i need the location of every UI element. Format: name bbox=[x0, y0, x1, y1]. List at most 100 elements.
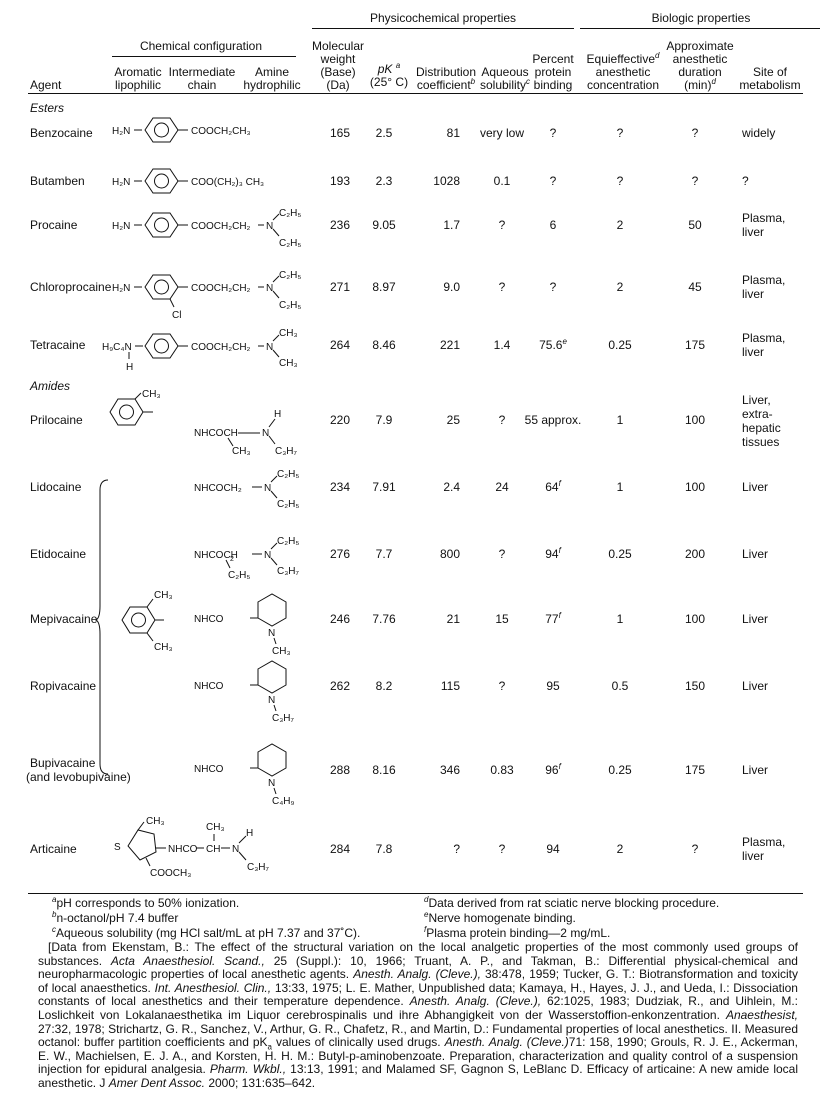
section-esters: Esters bbox=[30, 101, 65, 115]
duration-value: 45 bbox=[688, 280, 702, 294]
agent-name: Lidocaine bbox=[30, 480, 82, 494]
agent-name: Procaine bbox=[30, 218, 78, 232]
svg-text:C₂H₅: C₂H₅ bbox=[279, 300, 301, 311]
protein-binding-footnote-mark: e bbox=[562, 337, 567, 346]
lidocaine-structure: NHCOCH₂ N C₂H₅ C₂H₅ bbox=[194, 469, 299, 510]
molecular-weight: 236 bbox=[329, 218, 350, 232]
duration-value: 150 bbox=[684, 679, 706, 693]
metabolism-site: Liver bbox=[742, 480, 769, 494]
agent-name: Butamben bbox=[30, 174, 85, 188]
distribution-value: 9.0 bbox=[443, 280, 460, 294]
bupivacaine-structure: NHCO N C₄H₉ bbox=[194, 743, 295, 807]
agent-name: Ropivacaine bbox=[30, 679, 97, 693]
protein-binding-value: 75.6e bbox=[539, 337, 567, 352]
svg-text:N: N bbox=[268, 695, 275, 706]
metabolism-site: liver bbox=[742, 345, 765, 359]
svg-text:H₂N: H₂N bbox=[112, 126, 130, 137]
pk-value: 9.05 bbox=[372, 218, 396, 232]
protein-binding-footnote-mark: f bbox=[558, 546, 561, 555]
distribution-value: 800 bbox=[439, 547, 460, 561]
svg-text:C₂H₅: C₂H₅ bbox=[277, 469, 299, 480]
distribution-value: 2.4 bbox=[443, 480, 460, 494]
source-citations: [Data from Ekenstam, B.: The effect of t… bbox=[38, 940, 799, 1090]
protein-binding-value: 64f bbox=[545, 479, 561, 494]
chloroprocaine-structure: H₂N Cl COOCH₂CH₂ N C₂H₅ C₂H₅ bbox=[112, 270, 301, 321]
distribution-value: 21 bbox=[446, 612, 460, 626]
duration-value: 200 bbox=[684, 547, 706, 561]
duration-value: 50 bbox=[688, 218, 702, 232]
pk-value: 8.16 bbox=[372, 763, 396, 777]
prilocaine-structure: CH₃ NHCOCH CH₃ N H C₃H₇ bbox=[109, 389, 298, 457]
svg-text:CH: CH bbox=[206, 844, 220, 855]
equieffective-value: 1 bbox=[616, 413, 624, 427]
duration-value: 100 bbox=[684, 480, 706, 494]
tetracaine-structure: H₉C₄N H COOCH₂CH₂ N CH₃ CH₃ bbox=[102, 328, 298, 373]
metabolism-site: widely bbox=[742, 126, 776, 140]
svg-text:H: H bbox=[126, 362, 133, 373]
svg-text:NHCOCH: NHCOCH bbox=[194, 550, 238, 561]
aqueous-value: ? bbox=[498, 547, 506, 561]
footnote-f: fPlasma protein binding—2 mg/mL. bbox=[424, 925, 611, 940]
distribution-value: 1.7 bbox=[443, 218, 460, 232]
footnote-d: dData derived from rat sciatic nerve blo… bbox=[424, 895, 720, 910]
header-bottom-rule bbox=[28, 93, 803, 94]
duration-value: 100 bbox=[684, 612, 706, 626]
metabolism-site: liver bbox=[742, 287, 765, 301]
svg-text:C₂H₅: C₂H₅ bbox=[279, 270, 301, 281]
physicochemical-header: Physicochemical properties bbox=[369, 11, 517, 25]
svg-text:C₃H₇: C₃H₇ bbox=[247, 862, 270, 873]
pk-value: 7.91 bbox=[372, 480, 396, 494]
protein-binding-value: ? bbox=[549, 174, 557, 188]
molecular-weight: 193 bbox=[329, 174, 350, 188]
svg-text:C₂H₅: C₂H₅ bbox=[277, 499, 299, 510]
molecular-weight: 276 bbox=[329, 547, 350, 561]
protein-binding-footnote-mark: f bbox=[558, 479, 561, 488]
xylyl-brace: CH₃ CH₃ bbox=[94, 479, 173, 775]
molecular-weight: 234 bbox=[329, 480, 350, 494]
svg-text:COOCH₃: COOCH₃ bbox=[150, 868, 191, 879]
svg-text:NHCO: NHCO bbox=[194, 614, 224, 625]
metabolism-site: Plasma, bbox=[742, 211, 786, 225]
svg-text:N: N bbox=[266, 221, 273, 232]
protein-binding-value: 94f bbox=[545, 546, 561, 561]
svg-text:NHCO: NHCO bbox=[168, 844, 198, 855]
chemical-configuration-header: Chemical configuration bbox=[139, 39, 263, 53]
distribution-value: 346 bbox=[439, 763, 460, 777]
equieffective-value: 2 bbox=[616, 280, 624, 294]
metabolism-site: Liver bbox=[742, 763, 769, 777]
svg-text:COOCH₂CH₂: COOCH₂CH₂ bbox=[191, 283, 251, 294]
svg-text:N: N bbox=[264, 483, 271, 494]
biologic-header: Biologic properties bbox=[651, 11, 751, 25]
distribution-value: 25 bbox=[446, 413, 460, 427]
agent-name: Mepivacaine bbox=[30, 612, 98, 626]
svg-text:CH₃: CH₃ bbox=[272, 646, 291, 657]
svg-text:C₂H₅: C₂H₅ bbox=[279, 238, 301, 249]
pk-value: 2.3 bbox=[375, 174, 393, 188]
aqueous-value: 1.4 bbox=[493, 338, 511, 352]
molecular-weight: 288 bbox=[329, 763, 350, 777]
svg-text:C₃H₇: C₃H₇ bbox=[275, 446, 298, 457]
distribution-value: ? bbox=[453, 842, 460, 856]
svg-text:N: N bbox=[264, 550, 271, 561]
svg-text:COO(CH₂)₃ CH₃: COO(CH₂)₃ CH₃ bbox=[191, 177, 264, 188]
svg-text:N: N bbox=[232, 844, 239, 855]
distribution-value: 221 bbox=[439, 338, 460, 352]
aqueous-value: 0.1 bbox=[493, 174, 511, 188]
footnote-c: cAqueous solubility (mg HCl salt/mL at p… bbox=[52, 925, 361, 940]
protein-binding-value: 6 bbox=[549, 218, 557, 232]
molecular-weight: 165 bbox=[329, 126, 350, 140]
svg-text:2: 2 bbox=[230, 556, 234, 563]
metabolism-site: ? bbox=[742, 174, 749, 188]
svg-text:C₂H₅: C₂H₅ bbox=[228, 570, 250, 581]
duration-value: 100 bbox=[684, 413, 706, 427]
metabolism-site: Liver bbox=[742, 679, 769, 693]
pk-header: pK a (25° C) bbox=[369, 61, 409, 89]
protein-binding-footnote-mark: f bbox=[558, 762, 561, 771]
svg-text:H₂N: H₂N bbox=[112, 177, 130, 188]
table-bottom-rule bbox=[28, 893, 803, 894]
svg-text:Cl: Cl bbox=[172, 310, 181, 321]
metabolism-site: Liver bbox=[742, 547, 769, 561]
